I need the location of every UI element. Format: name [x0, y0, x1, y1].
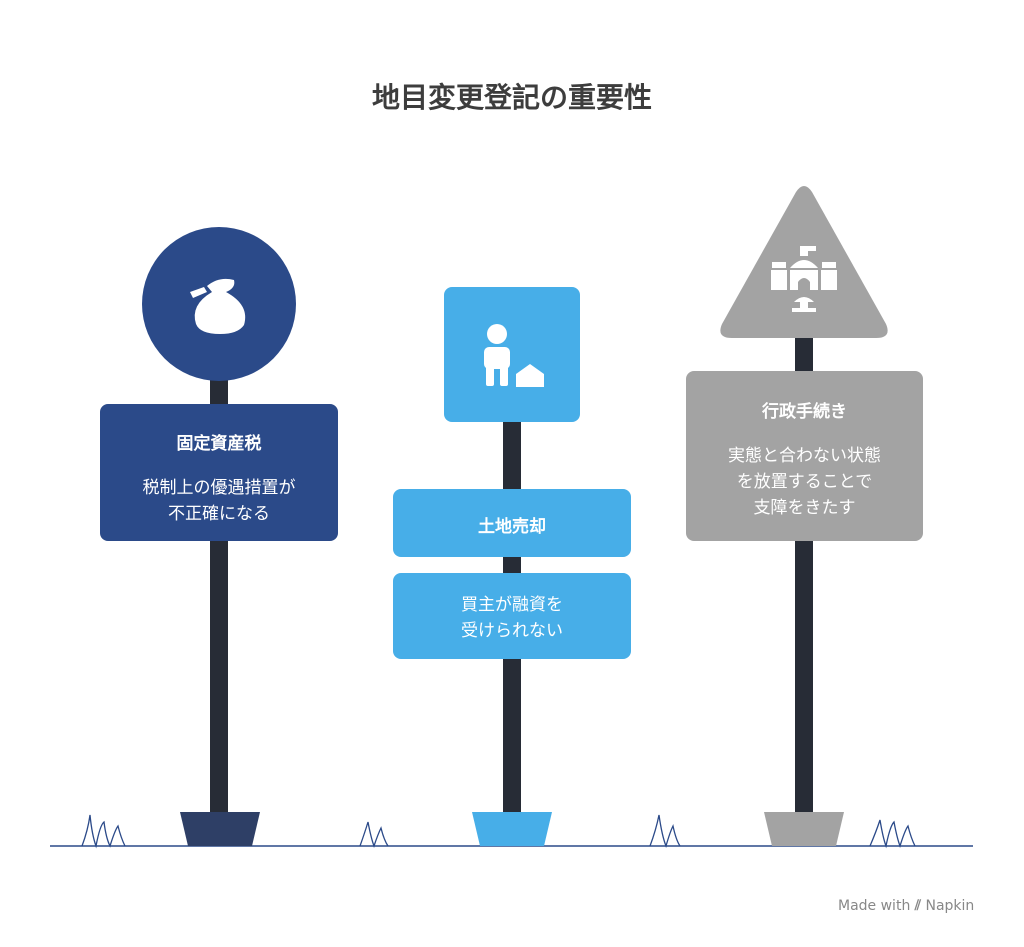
sign-description: 買主が融資を 受けられない — [393, 592, 631, 644]
desc-line: 支障をきたす — [753, 498, 856, 518]
desc-line: 不正確になる — [168, 504, 270, 524]
sign-heading: 固定資産税 — [176, 434, 262, 454]
napkin-logo-icon: ⫽ — [914, 898, 922, 914]
desc-line: 受けられない — [461, 621, 563, 641]
grass — [81, 814, 916, 849]
desc-line: 税制上の優遇措置が — [142, 478, 296, 498]
box-2a — [393, 489, 631, 557]
base-1 — [180, 812, 260, 846]
box-3 — [686, 371, 923, 541]
base-3 — [764, 812, 844, 846]
napkin-credit: Made with ⫽ Napkin — [838, 898, 974, 914]
box-2b — [393, 573, 631, 659]
sign-heading: 行政手続き — [762, 402, 847, 422]
desc-line: を放置することで — [736, 472, 873, 492]
made-with-label: Made with — [838, 898, 911, 914]
sign-heading: 土地売却 — [478, 517, 546, 537]
sign-description: 税制上の優遇措置が 不正確になる — [100, 475, 338, 527]
brand-label: Napkin — [925, 898, 975, 914]
person-house-icon — [484, 324, 544, 387]
sign-square — [444, 287, 580, 422]
government-building-icon — [771, 246, 837, 312]
box-1 — [100, 404, 338, 541]
desc-line: 実態と合わない状態 — [728, 446, 881, 466]
base-2 — [472, 812, 552, 846]
page-title: 地目変更登記の重要性 — [371, 81, 652, 114]
desc-line: 買主が融資を — [461, 595, 563, 615]
sign-description: 実態と合わない状態 を放置することで 支障をきたす — [686, 443, 923, 521]
money-bag-icon — [190, 278, 246, 334]
